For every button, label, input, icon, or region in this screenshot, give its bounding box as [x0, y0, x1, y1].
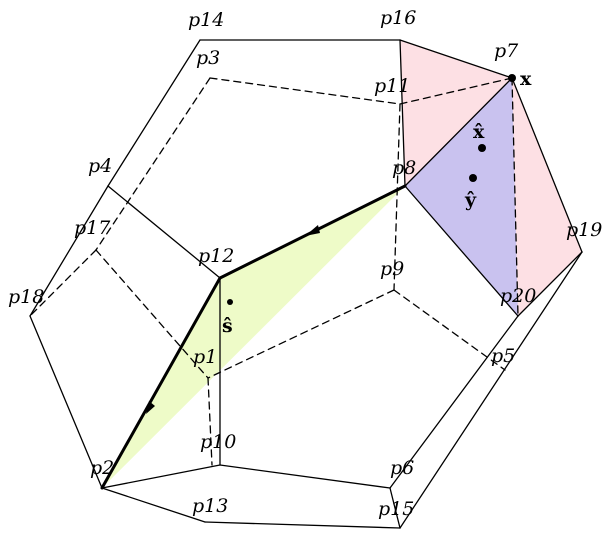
label-y-hat: ŷ — [464, 189, 477, 211]
label-s-hat: ŝ — [222, 315, 233, 337]
label-p4: p4 — [88, 155, 112, 177]
label-p2: p2 — [90, 457, 114, 479]
bold-path — [100, 184, 407, 490]
label-x: x — [520, 68, 532, 90]
label-p12: p12 — [198, 245, 234, 267]
label-p15: p15 — [378, 498, 414, 520]
edge-p18-p2 — [29, 315, 103, 489]
edge-p12-p2-bold — [100, 276, 222, 490]
edge-p16-p8 — [399, 39, 406, 187]
label-p19: p19 — [566, 219, 602, 241]
edge-p16-p7 — [399, 39, 513, 79]
label-p16: p16 — [380, 7, 416, 29]
edge-p14-p4 — [107, 39, 201, 187]
label-p20: p20 — [500, 285, 536, 307]
edge-p17-p18 — [29, 249, 97, 317]
arrow-head-lower — [146, 401, 155, 414]
edge-p3-p11 — [209, 77, 401, 105]
label-p14: p14 — [188, 9, 224, 31]
edge-p9-p5 — [393, 289, 506, 371]
label-p17: p17 — [74, 217, 111, 239]
edge-p13-p15 — [204, 521, 401, 529]
label-p5: p5 — [491, 345, 515, 367]
edge-p8-p20 — [404, 185, 519, 317]
visible-edges — [29, 39, 583, 529]
arrow-head-upper — [305, 225, 320, 236]
label-p6: p6 — [390, 457, 414, 479]
point-s-hat — [227, 299, 233, 305]
point-y-hat — [469, 174, 477, 182]
label-p7: p7 — [494, 40, 519, 62]
edge-p4-p18 — [29, 185, 109, 317]
label-p11: p11 — [374, 75, 410, 97]
label-p3: p3 — [196, 47, 220, 69]
edge-p6-p15 — [389, 487, 401, 529]
edge-p19-p15 — [399, 251, 583, 529]
edge-p10-p2 — [101, 464, 221, 489]
edge-p1-p10 — [207, 377, 213, 466]
label-p8: p8 — [392, 157, 416, 179]
edge-p7-p20 — [511, 77, 519, 317]
edge-p11-p9 — [393, 103, 401, 291]
edge-p11-p7 — [399, 77, 513, 105]
point-x-hat — [478, 144, 486, 152]
edge-p19-p20 — [517, 251, 583, 317]
label-p10: p10 — [200, 431, 236, 453]
edge-p20-p6 — [389, 315, 519, 489]
edge-p17-p1 — [95, 249, 209, 379]
label-p13: p13 — [192, 495, 228, 517]
edge-p3-p17 — [95, 77, 211, 251]
label-p9: p9 — [380, 258, 404, 280]
hidden-edges — [29, 77, 519, 466]
edge-p9-p1 — [207, 289, 395, 379]
edge-p10-p6 — [219, 464, 391, 489]
label-x-hat: x̂ — [473, 121, 485, 143]
edge-p4-p12 — [107, 185, 221, 279]
edge-p7-p19 — [511, 77, 583, 253]
point-x — [508, 74, 516, 82]
label-p18: p18 — [8, 286, 44, 308]
blue-face — [405, 78, 518, 316]
green-face — [102, 186, 405, 488]
label-p1: p1 — [193, 346, 217, 368]
edge-p7-p8 — [404, 77, 513, 187]
edge-p2-p13 — [101, 487, 206, 523]
vertex-labels: p14 p16 p3 p7 p11 p4 p8 p17 p19 p12 p9 p… — [8, 7, 602, 520]
